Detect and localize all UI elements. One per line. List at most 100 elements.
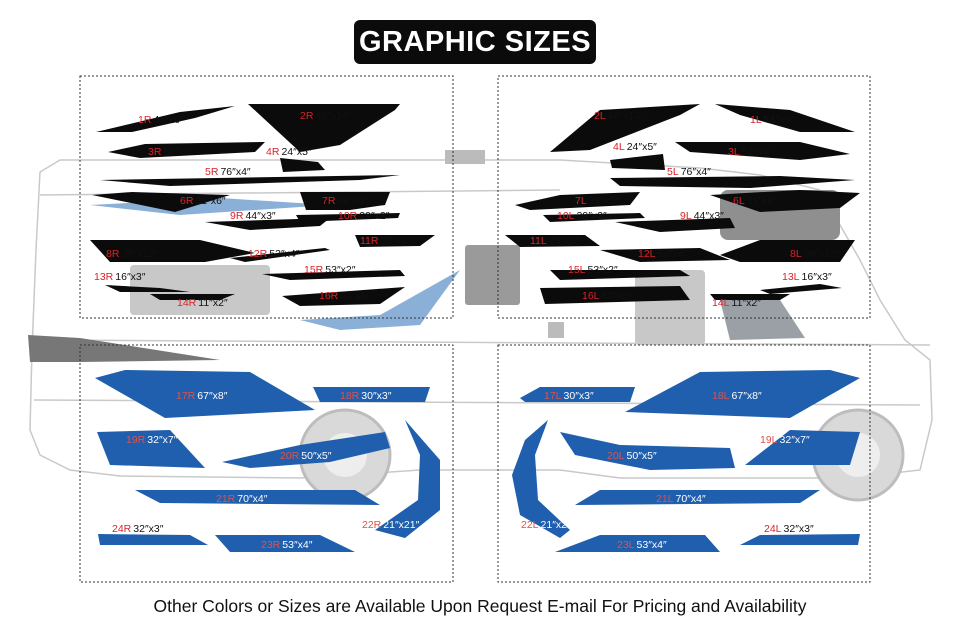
- piece-size: 29″x2″: [359, 210, 389, 222]
- piece-code: 17L: [544, 390, 562, 402]
- piece-code: 3L: [728, 146, 740, 158]
- piece-code: 19R: [126, 434, 146, 446]
- decal-18R: [313, 387, 430, 402]
- piece-code: 18L: [712, 390, 730, 402]
- piece-size: 39″x12″: [121, 248, 157, 260]
- footer-note: Other Colors or Sizes are Available Upon…: [153, 596, 807, 616]
- decal-20L: [560, 432, 735, 470]
- piece-code: 13L: [782, 271, 800, 283]
- frame-bottom-left-side: [497, 344, 871, 583]
- piece-size: 52″x4″: [742, 146, 772, 158]
- piece-code: 5R: [205, 166, 219, 178]
- piece-code: 13R: [94, 271, 114, 283]
- decal-3R: [108, 142, 265, 158]
- decal-8R: [90, 240, 255, 262]
- decal-5R: [100, 175, 400, 186]
- piece-size: 24″x5″: [281, 146, 311, 158]
- piece-size: 32″x7″: [780, 434, 810, 446]
- piece-size: 50″x5″: [627, 450, 657, 462]
- piece-size: 48″x14″: [315, 110, 351, 122]
- piece-size: 30″x3″: [361, 390, 391, 402]
- frame-bottom-right-side: [79, 344, 454, 583]
- decal-17L: [520, 387, 635, 402]
- piece-size: 48″x14″: [608, 110, 644, 122]
- piece-code: 10L: [557, 210, 575, 222]
- piece-size: 47″x5″: [340, 290, 370, 302]
- black-decals-right: [90, 104, 435, 306]
- piece-code: 20R: [280, 450, 300, 462]
- piece-size: 44″x3″: [245, 210, 275, 222]
- section-frames: [79, 75, 871, 583]
- piece-size: 21″x21″: [383, 519, 419, 531]
- decal-12L: [600, 248, 730, 262]
- decal-14R: [150, 294, 235, 300]
- piece-size: 32″x3″: [784, 523, 814, 535]
- piece-code: 16L: [582, 290, 600, 302]
- piece-size: 31″x6″: [747, 195, 777, 207]
- piece-code: 20L: [607, 450, 625, 462]
- decal-1R: [96, 106, 235, 132]
- decal-2R: [248, 104, 400, 152]
- piece-code: 3R: [148, 146, 162, 158]
- piece-size: 16″x3″: [115, 271, 145, 283]
- piece-code: 17R: [176, 390, 196, 402]
- decal-19L: [745, 430, 860, 465]
- piece-code: 15R: [304, 264, 324, 276]
- piece-code: 23R: [261, 539, 281, 551]
- piece-code: 2R: [300, 110, 314, 122]
- piece-code: 24R: [112, 523, 132, 535]
- piece-size: 67″x8″: [197, 390, 227, 402]
- piece-code: 1L: [750, 114, 762, 126]
- decal-18L: [625, 370, 860, 418]
- piece-size: 16″x3″: [802, 271, 832, 283]
- piece-size: 47″x5″: [602, 290, 632, 302]
- piece-size: 31″x6″: [195, 195, 225, 207]
- piece-size: 76″x4″: [681, 166, 711, 178]
- piece-code: 7R: [322, 195, 336, 207]
- piece-code: 22R: [362, 519, 382, 531]
- decal-6R: [92, 192, 230, 212]
- piece-code: 6L: [733, 195, 745, 207]
- piece-code: 4R: [266, 146, 280, 158]
- decal-12R: [230, 248, 330, 262]
- piece-code: 8L: [790, 248, 802, 260]
- decal-11R: [355, 235, 435, 247]
- decal-8L: [720, 240, 855, 262]
- piece-code: 9L: [680, 210, 692, 222]
- decal-20R: [222, 432, 390, 468]
- piece-size: 70″x4″: [676, 493, 706, 505]
- blue-decals-right: [95, 370, 440, 552]
- piece-size: 29″x2″: [577, 210, 607, 222]
- piece-code: 22L: [521, 519, 539, 531]
